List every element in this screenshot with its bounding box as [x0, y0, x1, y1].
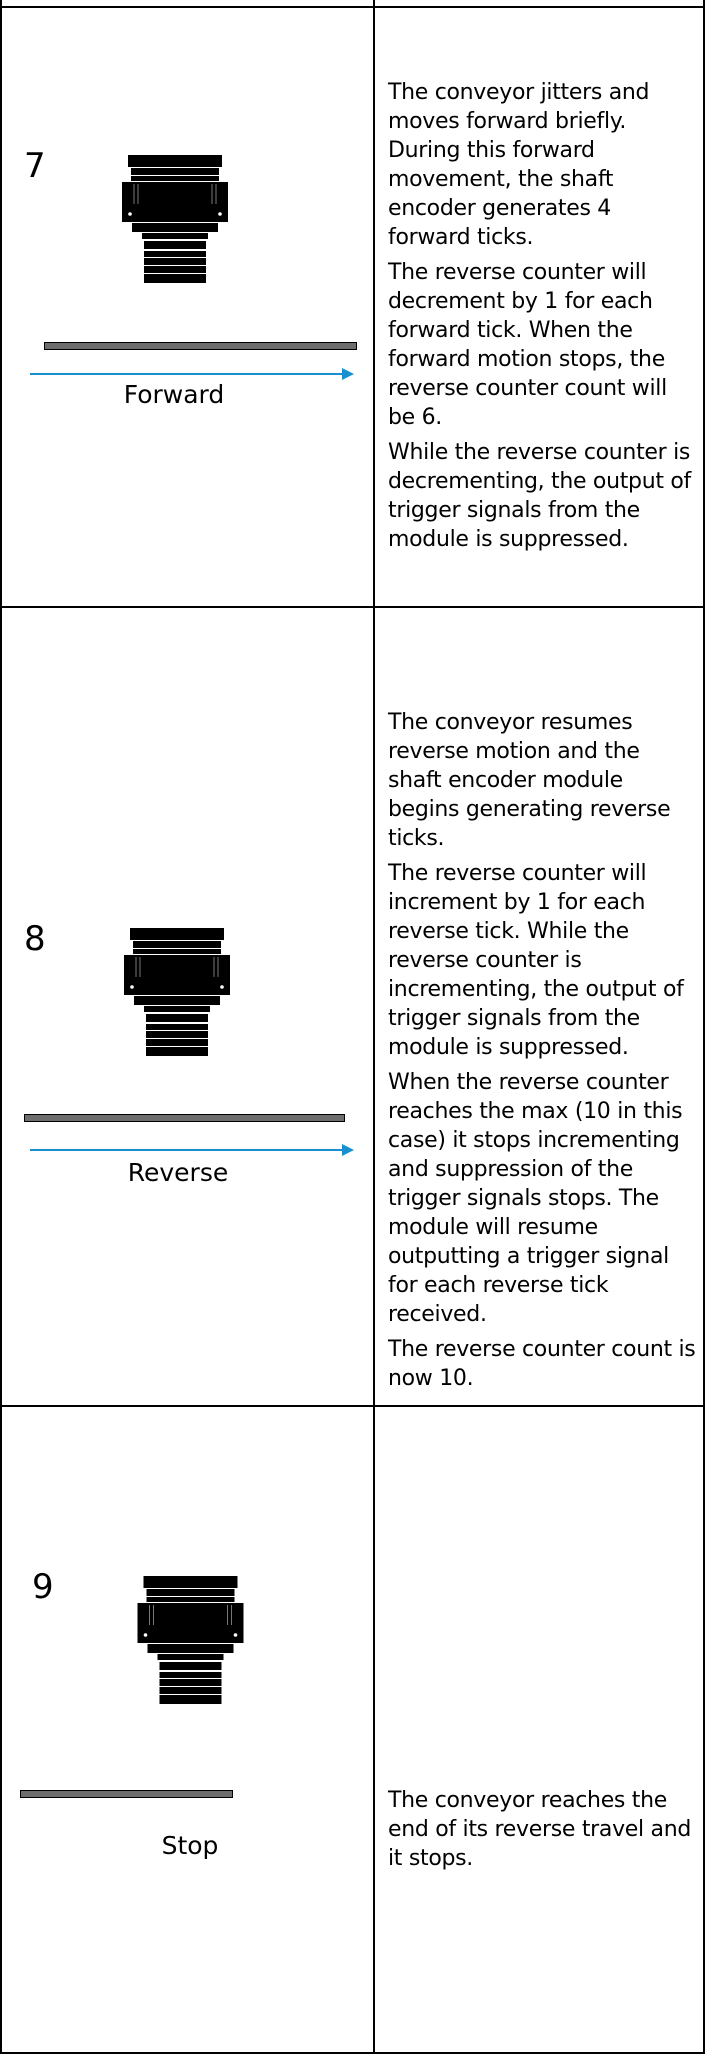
sensor-icon: [122, 155, 228, 283]
direction-label: Forward: [123, 380, 225, 409]
description-paragraph: When the reverse counter reaches the max…: [388, 1070, 683, 1327]
table-border-bottom: [0, 2052, 705, 2054]
conveyor-rail: [20, 1790, 233, 1798]
step-description: The conveyor reaches the end of its reve…: [388, 1786, 698, 1879]
sensor-icon: [137, 1576, 244, 1704]
direction-label: Stop: [161, 1831, 219, 1860]
description-paragraph: The conveyor reaches the end of its reve…: [388, 1788, 692, 1871]
description-paragraph: The conveyor jitters and moves forward b…: [388, 80, 650, 250]
description-paragraph: The reverse counter will decrement by 1 …: [388, 260, 667, 430]
conveyor-rail: [44, 342, 357, 350]
description-paragraph: The conveyor resumes reverse motion and …: [388, 710, 671, 851]
step-number: 7: [24, 146, 46, 186]
column-divider: [373, 0, 375, 2054]
description-paragraph: The reverse counter count is now 10.: [388, 1337, 696, 1391]
direction-label: Reverse: [127, 1158, 229, 1187]
step-number: 8: [24, 919, 46, 959]
conveyor-rail: [24, 1114, 345, 1122]
description-paragraph: While the reverse counter is decrementin…: [388, 440, 691, 552]
step-description: The conveyor jitters and moves forward b…: [388, 78, 698, 560]
arrow-right-icon: [30, 368, 354, 380]
sensor-icon: [124, 928, 230, 1056]
arrow-right-icon: [30, 1144, 354, 1156]
description-paragraph: The reverse counter will increment by 1 …: [388, 861, 684, 1060]
step-description: The conveyor resumes reverse motion and …: [388, 708, 698, 1399]
step-number: 9: [32, 1567, 54, 1607]
row-divider-8-9: [0, 1405, 705, 1407]
table-border-top: [0, 6, 705, 8]
table-border-left: [0, 0, 2, 2054]
table-border-right: [703, 0, 705, 2054]
row-divider-7-8: [0, 606, 705, 608]
